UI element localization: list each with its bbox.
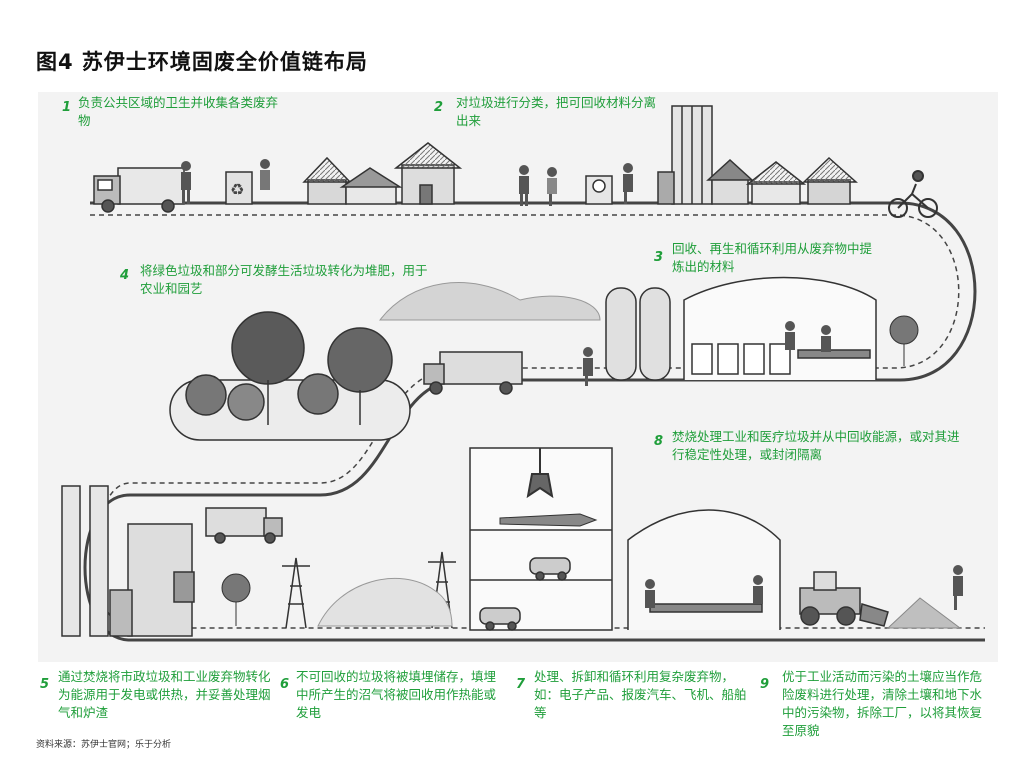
survey-worker — [953, 565, 963, 610]
step-caption: 焚烧处理工业和医疗垃圾并从中回收能源，或对其进行稳定性处理，或封闭隔离 — [672, 429, 960, 462]
recycle-icon: ♻ — [230, 180, 244, 199]
step-number: 2 — [434, 100, 444, 115]
recycling-hall — [683, 276, 877, 380]
figure-title: 图4 苏伊士环境固废全价值链布局 — [36, 50, 368, 74]
power-pylons — [282, 551, 456, 629]
compost-piles — [378, 282, 601, 321]
landfill-mound — [317, 577, 453, 627]
bulldozer — [799, 571, 889, 627]
sorting-people — [519, 163, 633, 206]
tower-building — [657, 105, 713, 205]
step-number: 8 — [654, 434, 664, 449]
soil-pile — [886, 597, 962, 629]
car-middle — [529, 557, 571, 581]
airplane — [499, 513, 598, 527]
compost-area — [169, 311, 411, 441]
step-caption: 不可回收的垃圾将被填埋储存，填埋中所产生的沼气将被回收用作热能或发电 — [296, 669, 497, 720]
silos — [605, 287, 671, 381]
plant-workers — [785, 321, 831, 352]
step-caption: 优于工业活动而污染的土壤应当作危险废料进行处理，清除土壤和地下水中的污染物，拆除… — [782, 669, 983, 738]
bottom-strip — [38, 662, 998, 732]
crane-claw — [526, 448, 554, 499]
step-number: 5 — [40, 677, 50, 692]
step-number: 6 — [280, 677, 290, 692]
step-caption: 回收、再生和循环利用从废弃物中提炼出的材料 — [672, 241, 873, 274]
hall-workers — [645, 575, 763, 608]
step-caption: 将绿色垃圾和部分可发酵生活垃圾转化为堆肥，用于农业和园艺 — [140, 263, 428, 296]
recycle-point — [585, 175, 613, 205]
source-note: 资料来源：苏伊士官网；乐于分析 — [36, 740, 172, 750]
small-tree-right — [889, 315, 919, 366]
step-number: 1 — [62, 100, 72, 115]
hazardous-waste-hall — [627, 509, 781, 630]
incinerator-chimneys — [61, 485, 109, 637]
step-caption: 处理、拆卸和循环利用复杂废弃物，如：电子产品、报废汽车、飞机、船舶等 — [534, 669, 747, 720]
car-bottom — [479, 607, 521, 631]
dump-truck-incinerator — [205, 507, 283, 544]
houses-group-2 — [706, 156, 858, 205]
cyclist — [888, 170, 938, 218]
shovel-worker — [583, 347, 593, 386]
garbage-truck — [93, 167, 185, 213]
step-number: 7 — [516, 677, 526, 692]
step-number: 4 — [120, 268, 130, 283]
incinerator-building — [109, 523, 195, 637]
step-caption: 对垃圾进行分类，把可回收材料分离出来 — [456, 95, 657, 128]
dump-truck-compost — [423, 351, 523, 395]
step-caption: 负责公共区域的卫生并收集各类废弃物 — [78, 95, 279, 128]
wheelie-bin — [225, 171, 253, 205]
step-caption: 通过焚烧将市政垃圾和工业废弃物转化为能源用于发电或供热，并妥善处理烟气和炉渣 — [58, 669, 271, 720]
sanitation-worker — [181, 159, 270, 204]
step-number: 3 — [654, 250, 664, 265]
small-tree-left — [221, 573, 251, 626]
houses-group-1 — [302, 142, 463, 205]
step-number: 9 — [760, 677, 770, 692]
